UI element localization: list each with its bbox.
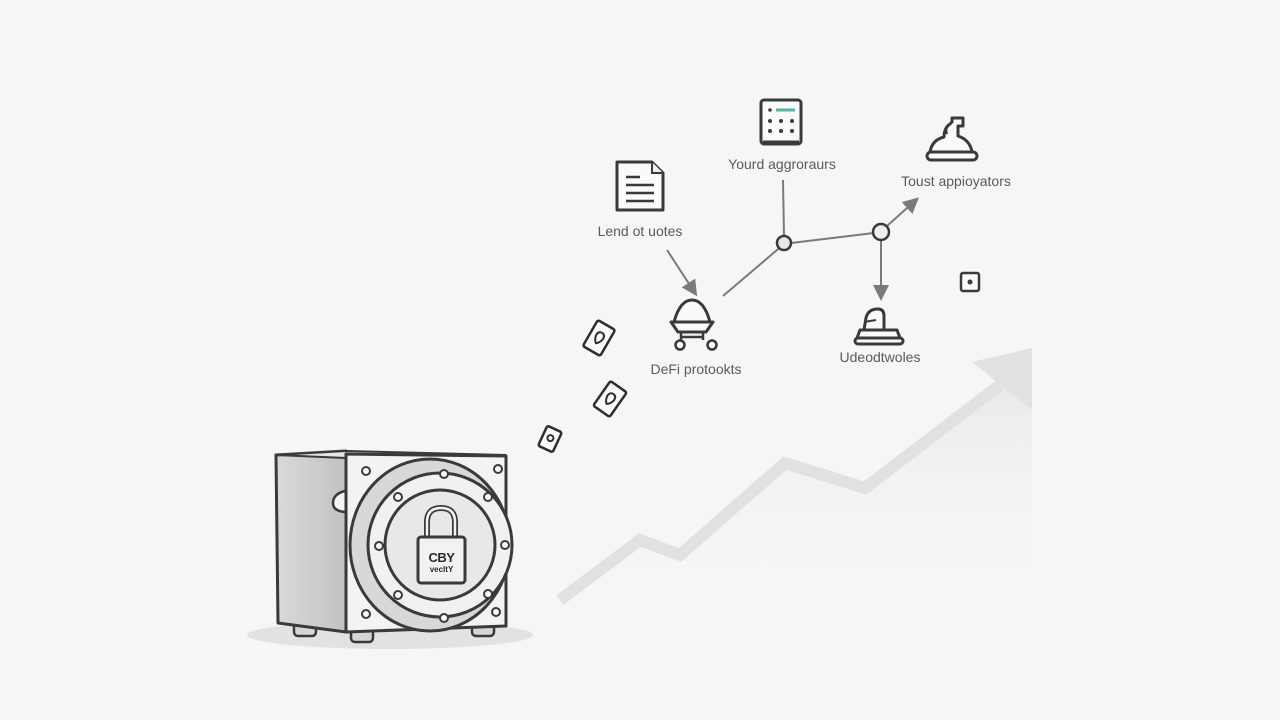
node-label: Lend ot uotes xyxy=(597,223,683,239)
vault-label-main: CBY xyxy=(428,550,455,565)
padlock-icon xyxy=(416,504,467,585)
junction-node xyxy=(775,234,793,252)
node-label: DeFi protookts xyxy=(650,361,742,377)
node-label: Yourd aggroraurs xyxy=(728,156,836,172)
token-icon xyxy=(537,425,563,453)
junction-node xyxy=(871,222,891,242)
token-icon xyxy=(582,319,616,357)
vault-label-sub: vecltY xyxy=(429,565,454,574)
node-label: Udeodtwoles xyxy=(839,349,921,365)
node-label: Toust appioyators xyxy=(901,173,1011,189)
token-icon xyxy=(592,380,628,418)
